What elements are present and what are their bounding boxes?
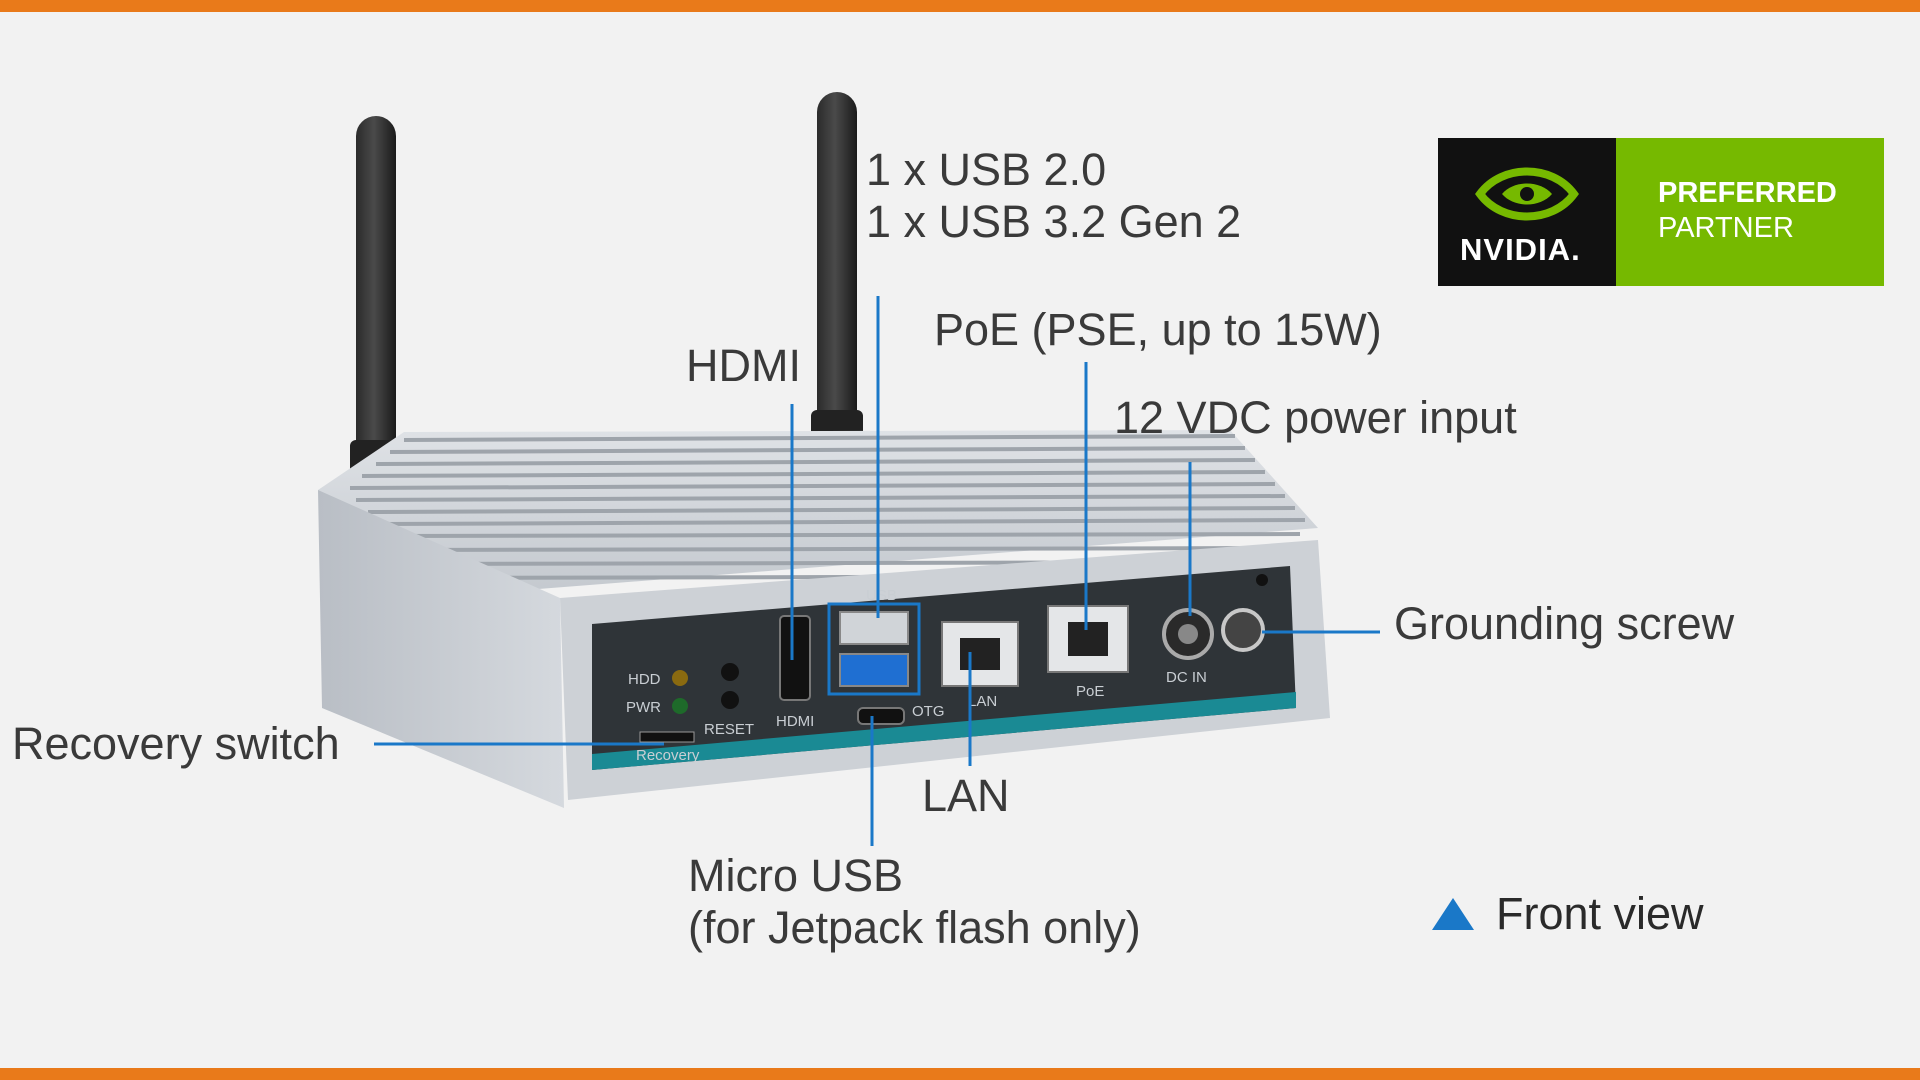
nvidia-eye-icon <box>1475 167 1579 221</box>
grounding-screw <box>1221 608 1265 652</box>
nvidia-logo-panel: NVIDIA. <box>1438 138 1616 286</box>
panel-label-otg: OTG <box>912 703 945 720</box>
panel-label-lan: LAN <box>968 693 997 710</box>
view-legend: Front view <box>1432 884 1704 944</box>
poe-port <box>1047 605 1129 673</box>
callout-micro-usb-line2: (for Jetpack flash only) <box>688 901 1141 953</box>
callout-usb-line1: 1 x USB 2.0 <box>866 144 1107 195</box>
callout-usb: 1 x USB 2.0 1 x USB 3.2 Gen 2 <box>866 144 1241 248</box>
panel-label-pwr: PWR <box>626 699 661 716</box>
callout-micro-usb: Micro USB (for Jetpack flash only) <box>688 850 1141 954</box>
callout-usb-line2: 1 x USB 3.2 Gen 2 <box>866 195 1242 247</box>
usb-stack-outline <box>827 602 921 696</box>
usb2-port <box>839 611 909 645</box>
panel-label-poe: PoE <box>1076 683 1104 700</box>
recovery-switch <box>639 731 695 743</box>
panel-label-reset: RESET <box>704 721 754 738</box>
triangle-marker-icon <box>1432 898 1474 930</box>
nvidia-partner-badge: NVIDIA. PREFERRED PARTNER <box>1438 138 1884 286</box>
partner-tier-panel: PREFERRED PARTNER <box>1616 138 1884 286</box>
left-antenna <box>356 116 396 486</box>
micro-usb-port <box>857 707 905 725</box>
pwr-led <box>672 698 688 714</box>
panel-label-hdd: HDD <box>628 671 661 688</box>
top-accent-bar <box>0 0 1920 12</box>
callout-poe: PoE (PSE, up to 15W) <box>934 304 1382 355</box>
callout-hdmi: HDMI <box>686 340 801 391</box>
hdd-led <box>672 670 688 686</box>
view-legend-text: Front view <box>1496 888 1704 939</box>
partner-tier-line2: PARTNER <box>1658 211 1794 244</box>
right-antenna <box>817 92 857 452</box>
panel-label-hdmi: HDMI <box>776 713 814 730</box>
callout-micro-usb-line1: Micro USB <box>688 850 904 901</box>
reset-button <box>721 691 739 709</box>
chassis-side <box>318 490 564 808</box>
panel-label-dc-in: DC IN <box>1166 669 1207 686</box>
bottom-accent-bar <box>0 1068 1920 1080</box>
nvidia-wordmark: NVIDIA. <box>1460 232 1581 267</box>
callout-lan: LAN <box>922 770 1010 821</box>
callout-recovery: Recovery switch <box>12 718 340 769</box>
callout-power: 12 VDC power input <box>1114 392 1517 443</box>
panel-label-recovery: Recovery <box>636 747 700 764</box>
hdmi-port <box>779 615 811 701</box>
panel-label-usb: USB <box>866 587 897 604</box>
front-teal-stripe <box>592 692 1296 770</box>
usb3-port <box>839 653 909 687</box>
callout-ground: Grounding screw <box>1394 598 1735 649</box>
power-button <box>721 663 739 681</box>
partner-tier-line1: PREFERRED <box>1658 177 1837 209</box>
